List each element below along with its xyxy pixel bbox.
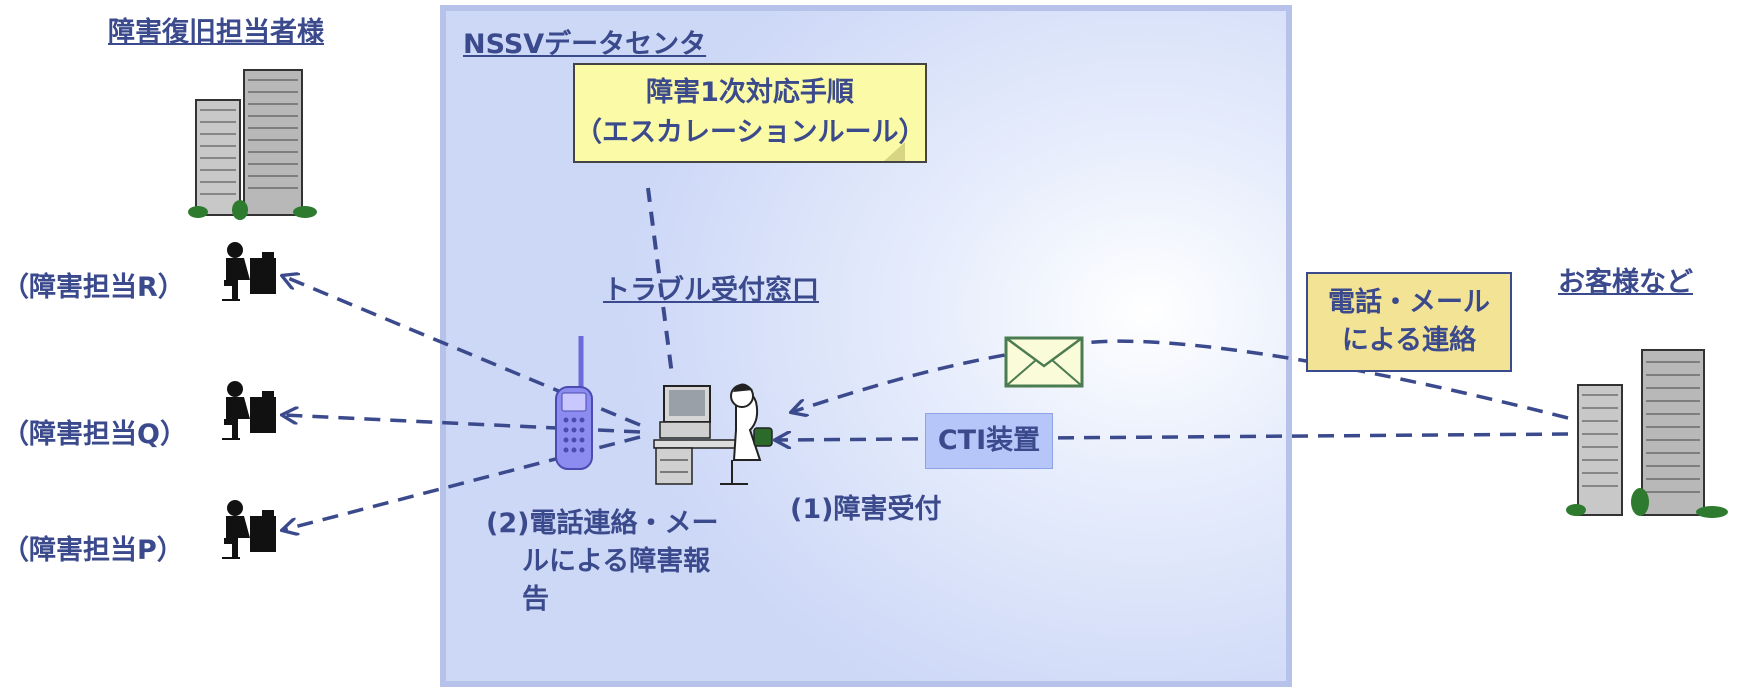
building-icon-right <box>1566 349 1728 518</box>
procedure-note: 障害1次対応手順 （エスカレーションルール） <box>573 63 927 163</box>
staff-label-p: （障害担当P） <box>2 535 184 566</box>
contact-line1: 電話・メール <box>1328 287 1490 318</box>
recovery-team-title: 障害復旧担当者様 <box>108 17 324 48</box>
staff-label-r: （障害担当R） <box>2 272 185 303</box>
staff-icon-p <box>222 500 276 559</box>
datacenter-title: NSSVデータセンタ <box>463 29 707 60</box>
contact-line2: による連絡 <box>1341 325 1477 356</box>
procedure-line2: （エスカレーションルール） <box>575 117 926 148</box>
step2-line1: (2)電話連絡・メー <box>486 508 719 539</box>
cti-device-box: CTI装置 <box>925 413 1053 469</box>
procedure-line1: 障害1次対応手順 <box>646 77 854 108</box>
contact-method-box: 電話・メール による連絡 <box>1306 272 1512 372</box>
step2-label: (2)電話連絡・メー ルによる障害報 告 <box>486 505 746 619</box>
envelope-icon <box>1004 336 1084 388</box>
step2-line3: 告 <box>522 584 549 615</box>
arrow-email-to-desk <box>792 339 1569 420</box>
staff-icon-r <box>222 242 276 301</box>
step1-label: (1)障害受付 <box>790 494 942 525</box>
note-fold-corner <box>884 142 905 161</box>
staff-icon-q <box>222 381 276 440</box>
customer-title: お客様など <box>1558 267 1693 298</box>
building-icon-left <box>188 69 317 220</box>
helpdesk-label: トラブル受付窓口 <box>603 275 819 306</box>
phone-icon <box>555 336 593 470</box>
staff-label-q: （障害担当Q） <box>2 419 187 450</box>
operator-icon <box>653 383 773 485</box>
arrow-cti-to-desk <box>776 434 1569 440</box>
step2-line2: ルによる障害報 <box>522 546 711 577</box>
procedure-link-line <box>646 187 674 376</box>
